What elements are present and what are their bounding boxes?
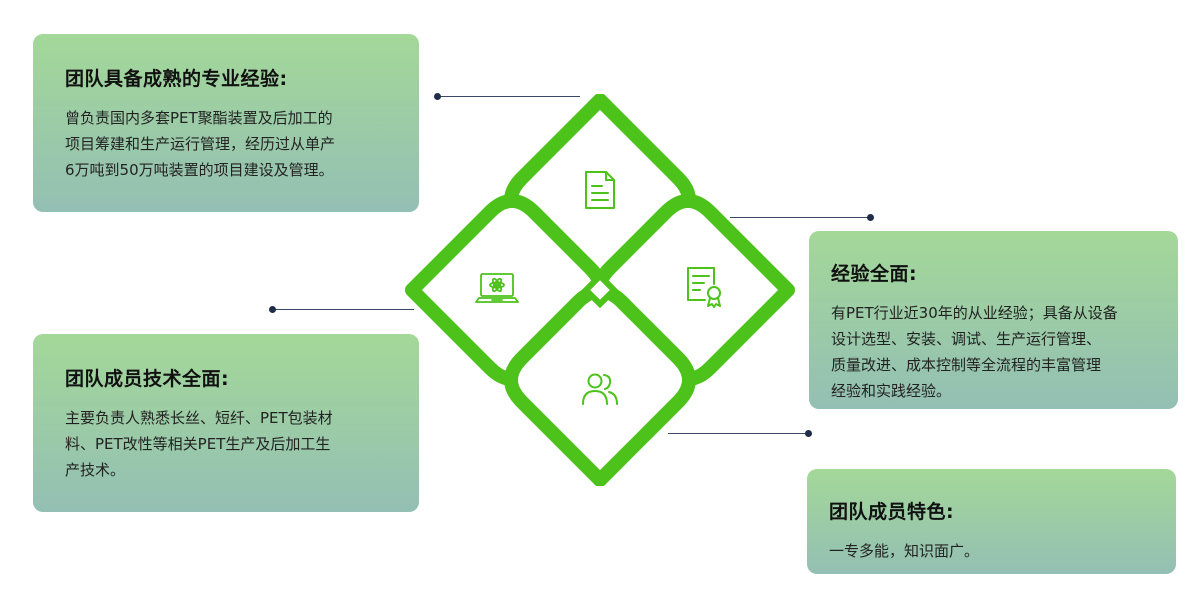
- center-diamond: [581, 271, 619, 309]
- team-icon: [582, 373, 618, 405]
- card-line: 质量改进、成本控制等全流程的丰富管理: [831, 356, 1102, 374]
- card-line: 设计选型、安装、调试、生产运行管理、: [831, 330, 1102, 348]
- card-line: 主要负责人熟悉长丝、短纤、PET包装材: [65, 409, 333, 427]
- connector-bottom-right: [668, 433, 810, 434]
- card-body: 主要负责人熟悉长丝、短纤、PET包装材 料、PET改性等相关PET生产及后加工生…: [65, 405, 397, 483]
- connector-dot: [269, 306, 276, 313]
- card-comprehensive-experience: 经验全面: 有PET行业近30年的从业经验；具备从设备 设计选型、安装、调试、生…: [809, 231, 1178, 409]
- card-title: 经验全面:: [831, 263, 918, 285]
- card-line: 经验和实践经验。: [831, 382, 952, 400]
- card-line: 6万吨到50万吨装置的项目建设及管理。: [65, 161, 334, 179]
- document-icon: [585, 171, 615, 209]
- card-line: 项目筹建和生产运行管理，经历过从单产: [65, 135, 336, 153]
- card-team-features: 团队成员特色: 一专多能，知识面广。: [807, 469, 1176, 574]
- card-line: 料、PET改性等相关PET生产及后加工生: [65, 435, 331, 453]
- card-line: 有PET行业近30年的从业经验；具备从设备: [831, 304, 1118, 322]
- connector-top-left: [438, 96, 580, 97]
- card-body: 一专多能，知识面广。: [829, 538, 1154, 564]
- card-body: 曾负责国内多套PET聚酯装置及后加工的 项目筹建和生产运行管理，经历过从单产 6…: [65, 105, 397, 183]
- card-title: 团队成员技术全面:: [65, 368, 230, 390]
- connector-left: [272, 309, 414, 310]
- connector-dot: [867, 214, 874, 221]
- card-title: 团队成员特色:: [829, 501, 955, 523]
- card-body: 有PET行业近30年的从业经验；具备从设备 设计选型、安装、调试、生产运行管理、…: [831, 300, 1156, 404]
- laptop-atom-icon: [475, 273, 519, 303]
- card-professional-experience: 团队具备成熟的专业经验: 曾负责国内多套PET聚酯装置及后加工的 项目筹建和生产…: [33, 34, 419, 212]
- card-title: 团队具备成熟的专业经验:: [65, 68, 288, 90]
- card-line: 一专多能，知识面广。: [829, 542, 980, 560]
- four-petal-diagram: [405, 94, 795, 486]
- card-line: 曾负责国内多套PET聚酯装置及后加工的: [65, 109, 333, 127]
- connector-dot: [434, 93, 441, 100]
- certificate-icon: [687, 267, 721, 308]
- connector-right-top: [730, 217, 872, 218]
- card-line: 产技术。: [65, 461, 126, 479]
- connector-dot: [805, 430, 812, 437]
- card-technical-skills: 团队成员技术全面: 主要负责人熟悉长丝、短纤、PET包装材 料、PET改性等相关…: [33, 334, 419, 512]
